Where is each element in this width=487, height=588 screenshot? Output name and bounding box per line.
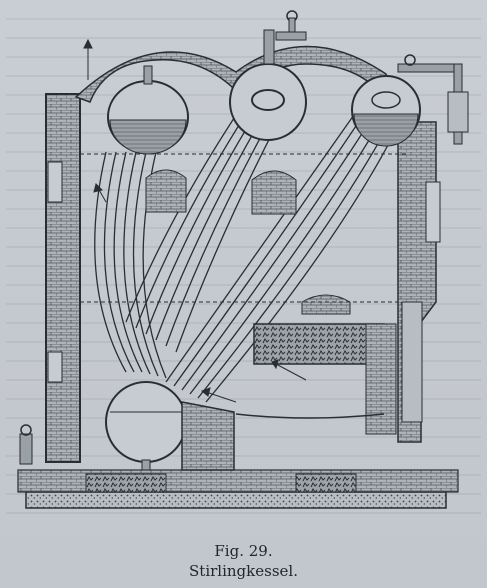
boiler-figure: [6, 2, 480, 514]
mud-drum: [105, 381, 187, 471]
steam-drum-right: [351, 75, 421, 147]
blowoff-valve: [19, 424, 33, 465]
tube-bank-right: [165, 111, 397, 403]
flue-guides: [80, 153, 406, 303]
right-wall: [397, 121, 441, 443]
steam-drum-left: [107, 65, 189, 155]
steam-piping: [397, 54, 469, 145]
stirling-boiler-drawing: [17, 10, 469, 509]
left-wall: [45, 93, 81, 463]
firebox: [235, 323, 397, 435]
steam-drum-middle: [229, 10, 307, 141]
tube-bank-left: [94, 151, 167, 379]
baffles: [145, 169, 351, 315]
foundation: [17, 469, 459, 509]
figure-title: Stirlingkessel.: [189, 562, 298, 580]
figure-number: Fig. 29.: [214, 542, 273, 560]
bridge-wall: [181, 401, 235, 471]
flow-arrows: [83, 38, 307, 403]
